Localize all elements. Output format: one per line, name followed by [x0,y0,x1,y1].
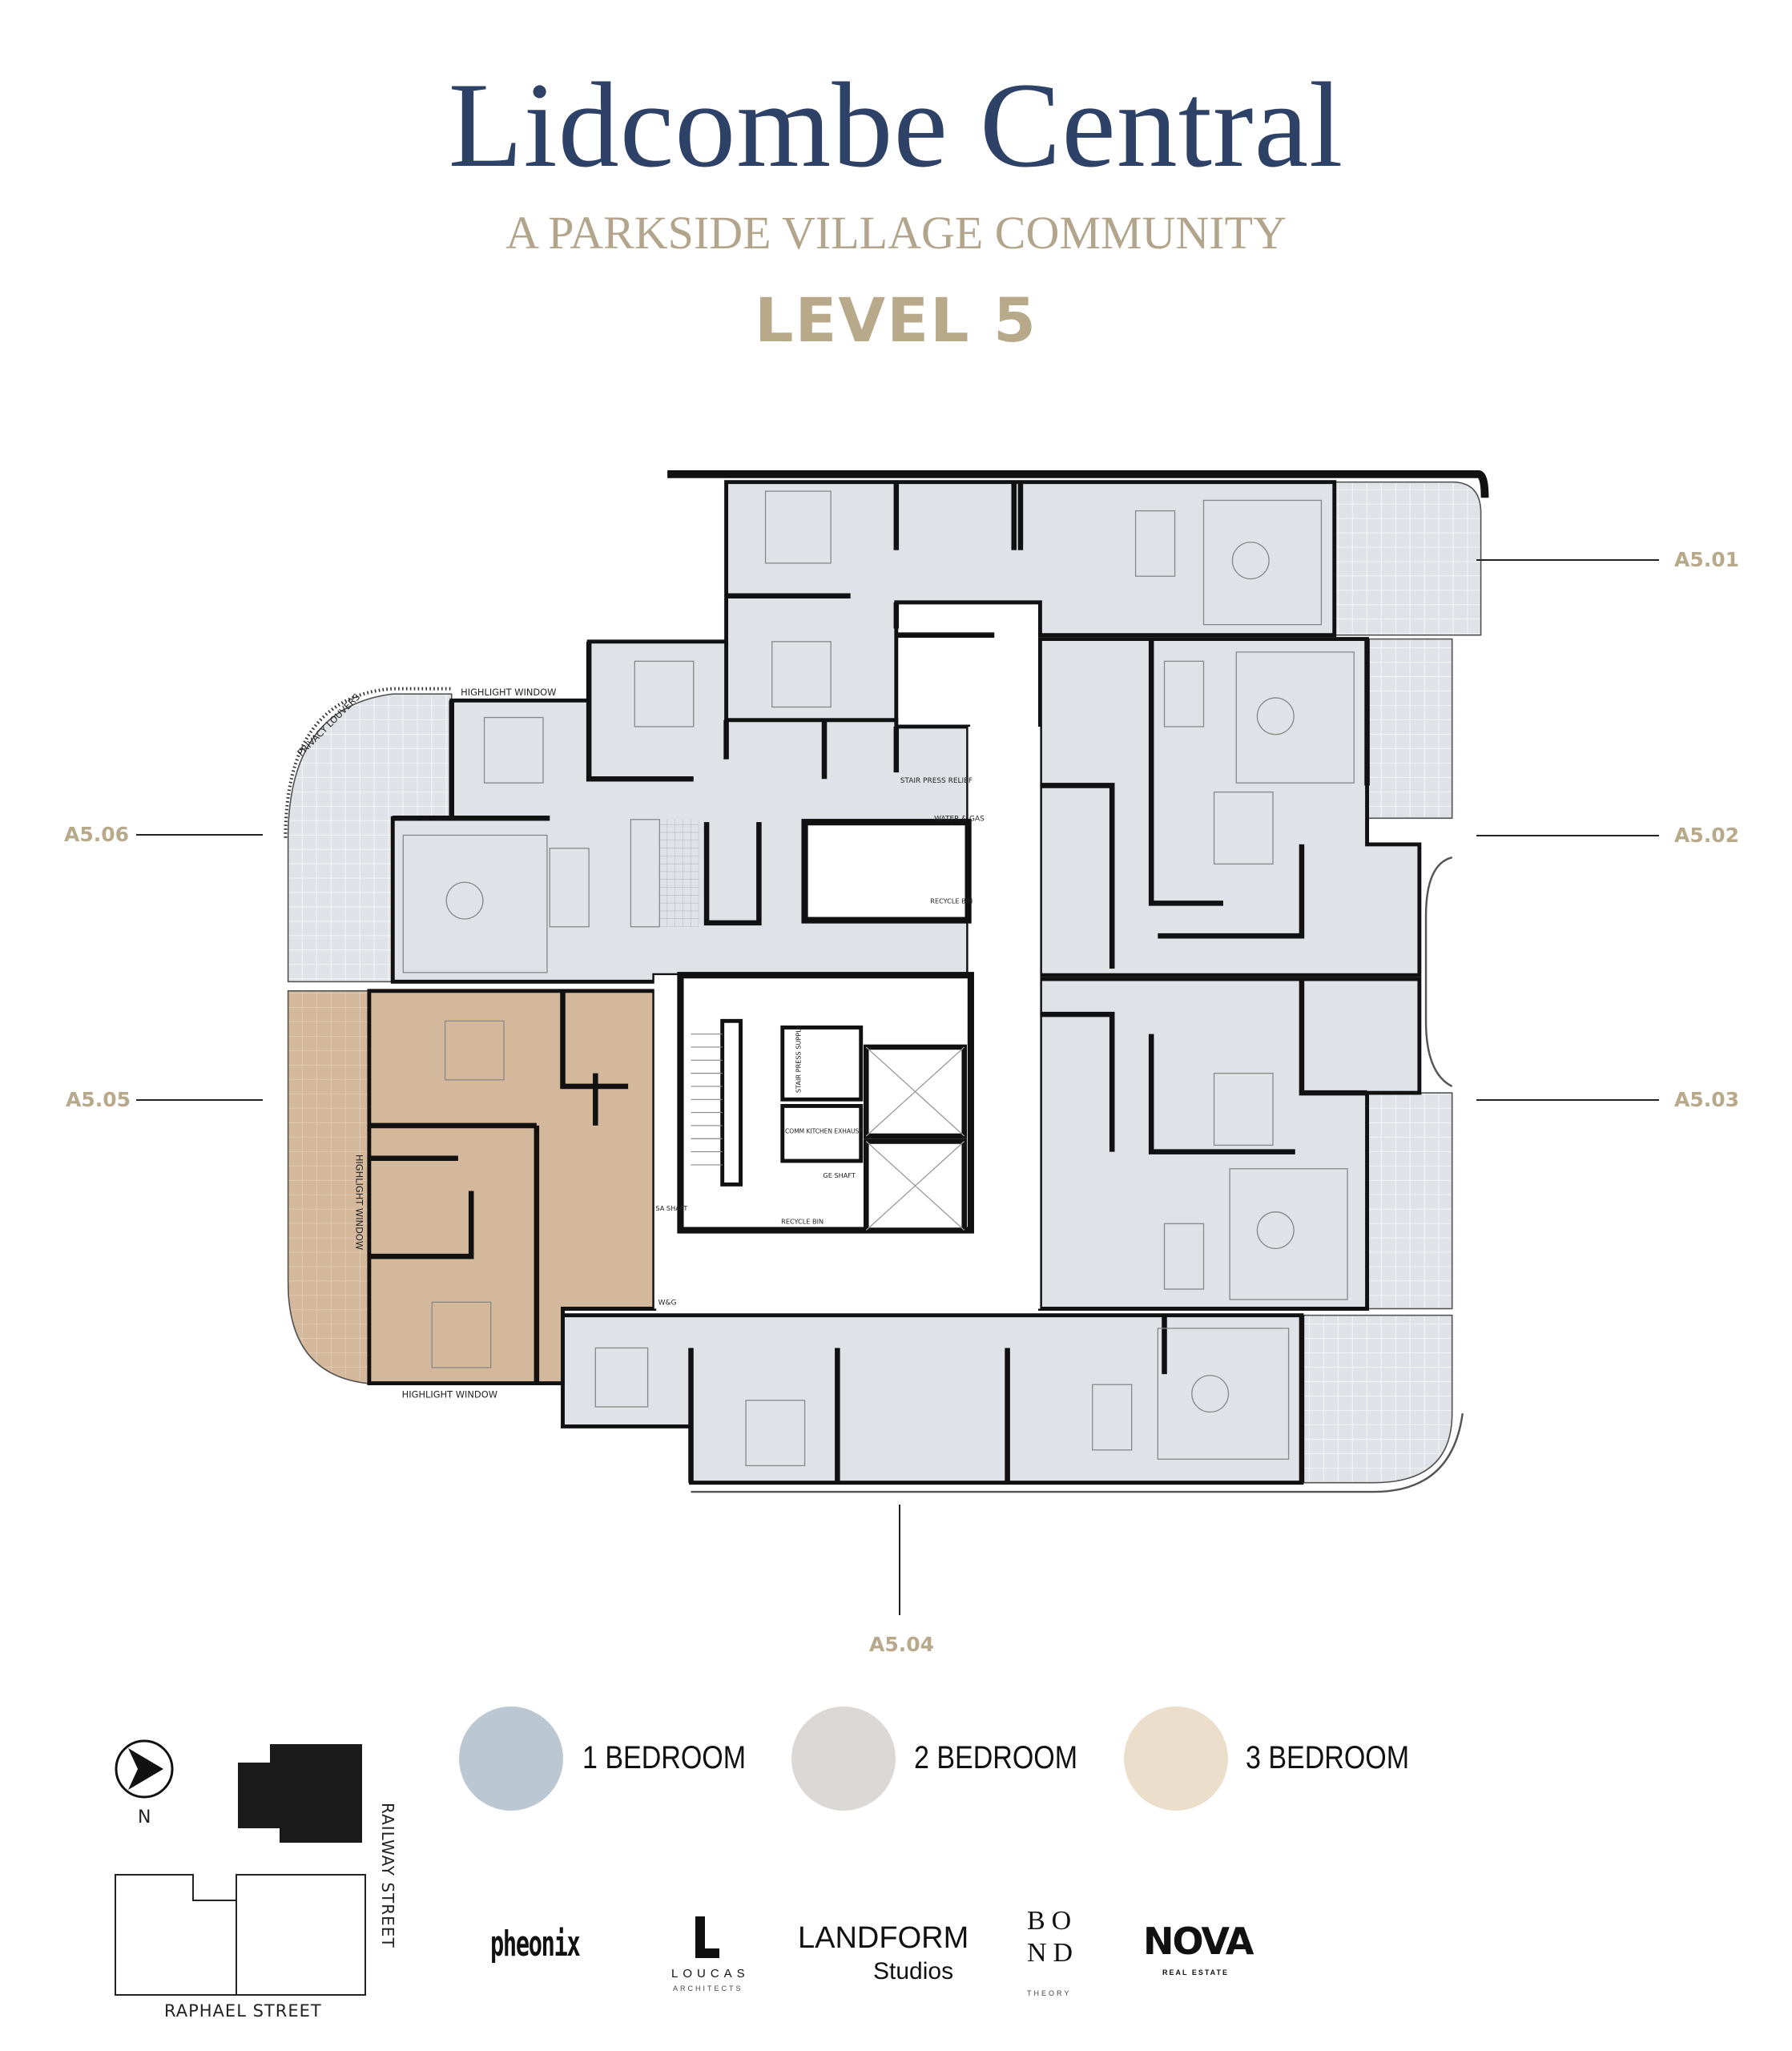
note-highlight-window-side: HIGHLIGHT WINDOW [354,1154,365,1250]
legend-swatch-2-bedroom [791,1706,896,1811]
north-arrow-icon [115,1739,174,1799]
leader-a501 [1476,559,1659,561]
leader-a505 [136,1099,263,1101]
legend-label-2-bedroom: 2 BEDROOM [914,1740,1078,1775]
leader-a504 [899,1505,900,1615]
raphael-street-label: RAPHAEL STREET [164,2001,322,2021]
nova-logo-sub: REAL ESTATE [1162,1968,1230,1976]
note-highlight-window-top: HIGHLIGHT WINDOW [461,687,556,698]
nova-logo: NOVA [1143,1920,1254,1963]
note-recycle-bin-core: RECYCLE BIN [781,1217,824,1225]
unit-label-a505: A5.05 [66,1088,131,1111]
balcony-a501 [1333,481,1482,636]
legend-label-3-bedroom: 3 BEDROOM [1246,1740,1410,1775]
note-water-gas: WATER & GAS [934,816,985,824]
bond-logo-sub: THEORY [1027,1989,1072,1997]
unit-a502[interactable] [1037,637,1422,977]
unit-label-a501: A5.01 [1674,548,1740,571]
legend-swatch-3-bedroom [1124,1706,1228,1811]
legend-label-1-bedroom: 1 BEDROOM [582,1740,747,1775]
legend-swatch-1-bedroom [459,1706,563,1811]
pheonix-logo: pheonix [490,1924,581,1964]
note-sa-shaft: SA SHAFT [655,1204,687,1212]
balcony-a503 [1366,1092,1453,1310]
leader-a503 [1476,1099,1659,1101]
site-plan [115,1739,366,1996]
north-label: N [138,1807,151,1827]
level-heading: LEVEL 5 [755,284,1037,356]
note-stair-press-supply: STAIR PRESS SUPPLY [795,1026,803,1093]
landform-logo: LANDFORM [798,1921,969,1955]
note-comm-kitchen-exhaust: COMM KITCHEN EXHAUST [785,1128,863,1135]
loucas-logo: LOUCAS [671,1967,750,1980]
unit-label-a506: A5.06 [64,823,130,846]
balcony-a504 [1301,1314,1453,1484]
floor-plan: HIGHLIGHT WINDOW PRIVACY LOUVERS HIGHLIG… [284,469,1489,1493]
loucas-logo-mark [695,1916,705,1958]
page-title: Lidcombe Central [448,58,1344,192]
note-highlight-window-bottom: HIGHLIGHT WINDOW [402,1389,497,1400]
note-wg: W&G [658,1300,677,1308]
leader-a502 [1476,835,1659,836]
note-ge-shaft: GE SHAFT [823,1171,856,1179]
balcony-a502 [1366,638,1453,820]
page-subtitle: A PARKSIDE VILLAGE COMMUNITY [505,207,1287,259]
landform-logo-sub: Studios [873,1958,954,1985]
unit-a504[interactable] [561,1313,1304,1485]
railway-street-label: RAILWAY STREET [378,1803,397,1948]
leader-a506 [136,834,263,836]
loucas-logo-sub: ARCHITECTS [673,1985,743,1993]
lift-shafts [780,1026,967,1233]
site-boundary [115,1874,366,1996]
note-recycle-bin: RECYCLE BIN [930,897,973,905]
balcony-a505 [287,989,370,1384]
loucas-logo-mark-base [695,1948,719,1958]
note-stair-press-relief: STAIR PRESS RELIEF [900,777,973,785]
unit-label-a503: A5.03 [1674,1088,1740,1111]
building-footprint [238,1744,362,1843]
bond-logo: BOND [1027,1906,1080,1968]
unit-label-a504: A5.04 [869,1633,935,1656]
unit-label-a502: A5.02 [1674,824,1740,847]
